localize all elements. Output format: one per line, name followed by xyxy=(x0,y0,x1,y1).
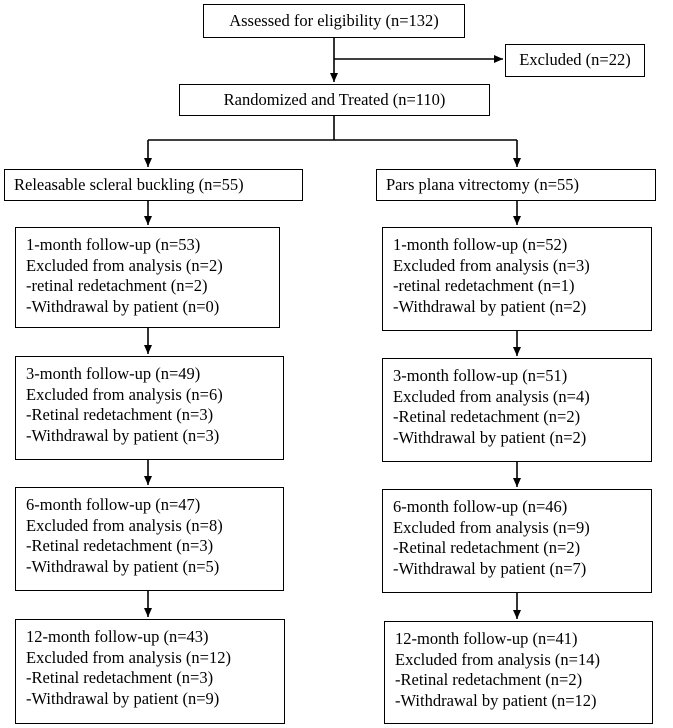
followup-title: 6-month follow-up (n=46) xyxy=(393,497,568,516)
excluded-line: Excluded from analysis (n=2) xyxy=(26,255,223,275)
redetachment-line: -retinal redetachment (n=2) xyxy=(26,276,208,295)
assessed-box: Assessed for eligibility (n=132) xyxy=(203,4,465,38)
redetachment-line: -Retinal redetachment (n=3) xyxy=(26,668,214,687)
redetachment-line: -Retinal redetachment (n=3) xyxy=(26,405,214,424)
redetachment-line: -Retinal redetachment (n=3) xyxy=(26,536,214,555)
withdrawal-line: -Withdrawal by patient (n=12) xyxy=(395,690,597,710)
followup-box-left-12month: 12-month follow-up (n=43) Excluded from … xyxy=(15,619,285,724)
followup-box-right-12month: 12-month follow-up (n=41) Excluded from … xyxy=(384,621,653,724)
withdrawal-line: -Withdrawal by patient (n=5) xyxy=(26,556,220,576)
withdrawal-line: -Withdrawal by patient (n=0) xyxy=(26,296,220,316)
excluded-line: Excluded from analysis (n=3) xyxy=(393,255,590,275)
arm-box-right: Pars plana vitrectomy (n=55) xyxy=(376,169,656,201)
excluded-line: Excluded from analysis (n=12) xyxy=(26,647,231,667)
randomized-box: Randomized and Treated (n=110) xyxy=(179,84,490,116)
withdrawal-line: -Withdrawal by patient (n=2) xyxy=(393,427,587,447)
excluded-line: Excluded from analysis (n=14) xyxy=(395,649,600,669)
followup-title: 1-month follow-up (n=53) xyxy=(26,235,201,254)
excluded-box: Excluded (n=22) xyxy=(505,44,645,77)
followup-box-left-6month: 6-month follow-up (n=47) Excluded from a… xyxy=(15,487,284,591)
excluded-text: Excluded (n=22) xyxy=(519,50,631,70)
arm-name-right: Pars plana vitrectomy (n=55) xyxy=(386,174,580,194)
followup-box-right-6month: 6-month follow-up (n=46) Excluded from a… xyxy=(382,489,652,593)
followup-box-right-1month: 1-month follow-up (n=52) Excluded from a… xyxy=(382,227,652,331)
followup-box-left-3month: 3-month follow-up (n=49) Excluded from a… xyxy=(15,356,284,460)
assessed-text: Assessed for eligibility (n=132) xyxy=(229,10,439,30)
redetachment-line: -Retinal redetachment (n=2) xyxy=(395,670,583,689)
followup-title: 3-month follow-up (n=51) xyxy=(393,366,568,385)
redetachment-line: -Retinal redetachment (n=2) xyxy=(393,538,581,557)
redetachment-line: -Retinal redetachment (n=2) xyxy=(393,407,581,426)
excluded-line: Excluded from analysis (n=4) xyxy=(393,386,590,406)
withdrawal-line: -Withdrawal by patient (n=3) xyxy=(26,425,220,445)
excluded-line: Excluded from analysis (n=9) xyxy=(393,517,590,537)
followup-box-left-1month: 1-month follow-up (n=53) Excluded from a… xyxy=(15,227,280,328)
withdrawal-line: -Withdrawal by patient (n=9) xyxy=(26,688,220,708)
randomized-text: Randomized and Treated (n=110) xyxy=(223,89,446,109)
followup-title: 12-month follow-up (n=43) xyxy=(26,627,209,646)
followup-title: 3-month follow-up (n=49) xyxy=(26,364,201,383)
arm-box-left: Releasable scleral buckling (n=55) xyxy=(4,169,303,201)
withdrawal-line: -Withdrawal by patient (n=2) xyxy=(393,296,587,316)
excluded-line: Excluded from analysis (n=6) xyxy=(26,384,223,404)
followup-title: 12-month follow-up (n=41) xyxy=(395,629,578,648)
followup-title: 6-month follow-up (n=47) xyxy=(26,495,201,514)
withdrawal-line: -Withdrawal by patient (n=7) xyxy=(393,558,587,578)
followup-box-right-3month: 3-month follow-up (n=51) Excluded from a… xyxy=(382,358,652,462)
excluded-line: Excluded from analysis (n=8) xyxy=(26,515,223,535)
followup-title: 1-month follow-up (n=52) xyxy=(393,235,568,254)
arm-name-left: Releasable scleral buckling (n=55) xyxy=(14,174,244,194)
redetachment-line: -retinal redetachment (n=1) xyxy=(393,276,575,295)
